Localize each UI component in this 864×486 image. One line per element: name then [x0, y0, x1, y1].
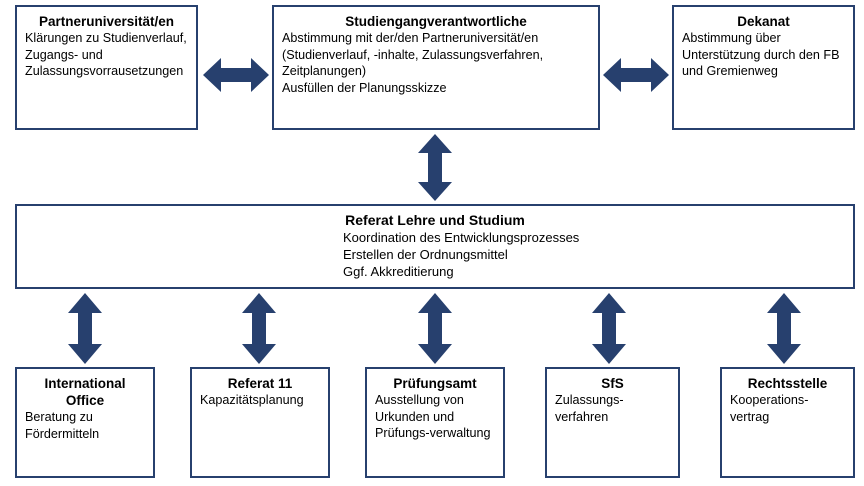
node-rechtsstelle[interactable]: Rechtsstelle Kooperations-vertrag [720, 367, 855, 478]
node-studiengangverantwortliche-body: Abstimmung mit der/den Partneruniversitä… [282, 31, 544, 95]
connector-partner-to-studiengang-double-arrow-icon [203, 56, 269, 94]
node-international-office-title: International Office [44, 376, 126, 408]
connector-studiengang-to-dekanat-double-arrow-icon [603, 56, 669, 94]
node-referat-lehre-und-studium[interactable]: Referat Lehre und Studium Koordination d… [15, 204, 855, 289]
node-international-office[interactable]: International Office Beratung zu Förderm… [15, 367, 155, 478]
node-pruefungsamt-title: Prüfungsamt [393, 376, 477, 391]
node-international-office-body: Beratung zu Fördermitteln [25, 410, 100, 441]
node-referat-lehre-und-studium-body: Koordination des Entwicklungsprozesses E… [343, 230, 580, 279]
connector-referat-to-sfs-double-arrow-icon [588, 293, 630, 364]
connector-referat-to-pruefungsamt-double-arrow-icon [414, 293, 456, 364]
node-partneruniversitaet-title: Partneruniversität/en [38, 14, 175, 29]
node-studiengangverantwortliche-title: Studiengangverantwortliche [345, 14, 527, 29]
node-dekanat[interactable]: Dekanat Abstimmung über Unterstützung du… [672, 5, 855, 130]
node-dekanat-title: Dekanat [737, 14, 790, 29]
node-rechtsstelle-title: Rechtsstelle [747, 376, 828, 391]
node-rechtsstelle-body: Kooperations-vertrag [730, 393, 809, 424]
node-referat-11[interactable]: Referat 11 Kapazitätsplanung [190, 367, 330, 478]
node-sfs[interactable]: SfS Zulassungs-verfahren [545, 367, 680, 478]
node-sfs-body: Zulassungs-verfahren [555, 393, 624, 424]
node-pruefungsamt-body: Ausstellung von Urkunden und Prüfungs-ve… [375, 393, 491, 440]
node-sfs-title: SfS [601, 376, 624, 391]
node-referat-lehre-und-studium-title: Referat Lehre und Studium [345, 212, 525, 228]
node-pruefungsamt[interactable]: Prüfungsamt Ausstellung von Urkunden und… [365, 367, 505, 478]
node-partneruniversitaet-body: Klärungen zu Studienverlauf, Zugangs- un… [25, 31, 187, 78]
node-dekanat-body: Abstimmung über Unterstützung durch den … [682, 31, 840, 78]
connector-studiengang-to-referat-double-arrow-icon [414, 134, 456, 201]
node-referat-11-body: Kapazitätsplanung [200, 393, 304, 407]
node-referat-11-title: Referat 11 [227, 376, 293, 391]
connector-referat-to-referat-11-double-arrow-icon [238, 293, 280, 364]
node-studiengangverantwortliche[interactable]: Studiengangverantwortliche Abstimmung mi… [272, 5, 600, 130]
node-partneruniversitaet[interactable]: Partneruniversität/en Klärungen zu Studi… [15, 5, 198, 130]
connector-referat-to-rechtsstelle-double-arrow-icon [763, 293, 805, 364]
connector-referat-to-international-office-double-arrow-icon [64, 293, 106, 364]
